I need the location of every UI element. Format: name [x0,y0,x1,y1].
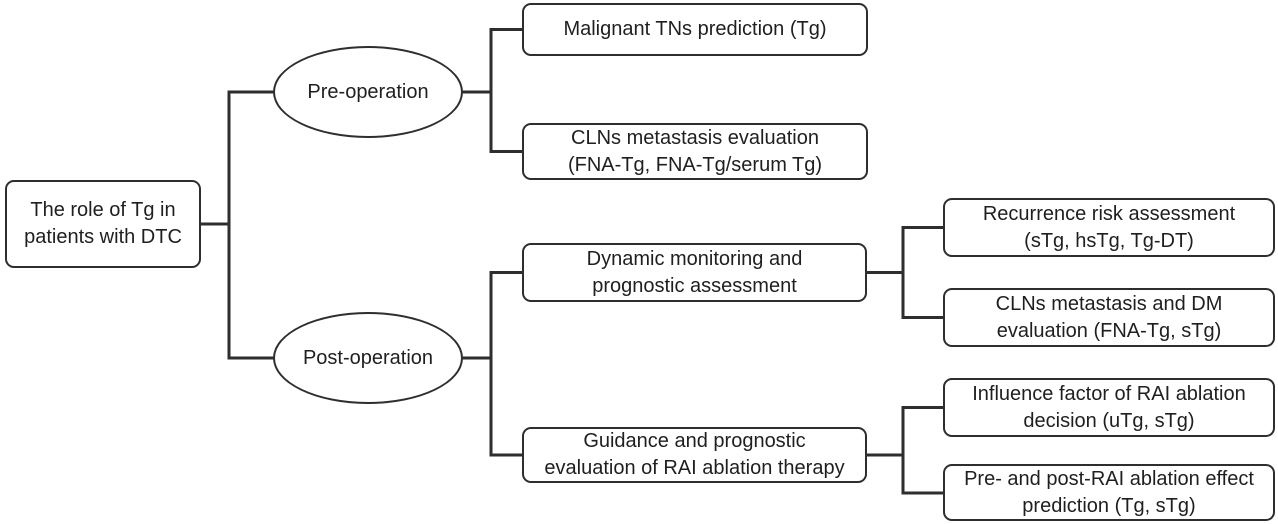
node-pre-post-rai-prediction-line1: Pre- and post-RAI ablation effect [964,467,1254,490]
node-pre-operation: Pre-operation [273,46,463,138]
connector-postop-to-children [459,271,526,457]
node-malignant-tns-prediction-label: Malignant TNs prediction (Tg) [563,18,827,40]
node-clns-metastasis-evaluation-line1: CLNs metastasis evaluation [571,126,819,149]
node-clns-dm-evaluation-line1: CLNs metastasis and DM [995,292,1223,315]
node-post-operation-label: Post-operation [302,346,434,369]
node-recurrence-risk-assessment-line2: (sTg, hsTg, Tg-DT) [1024,229,1194,252]
node-dynamic-monitoring-line1: Dynamic monitoring and [586,247,803,270]
connector-preop-to-children [459,28,526,153]
node-root-line1: The role of Tg in [30,199,176,221]
node-influence-factor-rai: Influence factor of RAI ablation decisio… [943,378,1275,437]
node-pre-operation-label: Pre-operation [307,80,429,103]
node-root: The role of Tg in patients with DTC [5,180,201,268]
node-root-line2: patients with DTC [24,226,182,248]
node-guidance-rai-therapy-line1: Guidance and prognostic [583,430,806,452]
node-malignant-tns-prediction: Malignant TNs prediction (Tg) [522,3,868,56]
node-dynamic-monitoring: Dynamic monitoring and prognostic assess… [522,243,867,302]
node-guidance-rai-therapy: Guidance and prognostic evaluation of RA… [522,427,867,483]
node-influence-factor-rai-line2: decision (uTg, sTg) [1023,409,1195,432]
node-clns-dm-evaluation: CLNs metastasis and DM evaluation (FNA-T… [943,288,1275,347]
node-recurrence-risk-assessment: Recurrence risk assessment (sTg, hsTg, T… [943,198,1275,257]
node-recurrence-risk-assessment-line1: Recurrence risk assessment [982,202,1236,225]
connector-root-to-operations [199,90,277,360]
node-pre-post-rai-prediction-line2: prediction (Tg, sTg) [1022,494,1196,517]
node-post-operation: Post-operation [273,312,463,404]
node-pre-post-rai-prediction: Pre- and post-RAI ablation effect predic… [943,464,1275,521]
node-clns-dm-evaluation-line2: evaluation (FNA-Tg, sTg) [996,319,1222,342]
node-guidance-rai-therapy-line2: evaluation of RAI ablation therapy [544,457,845,479]
node-clns-metastasis-evaluation-line2: (FNA-Tg, FNA-Tg/serum Tg) [567,153,823,176]
node-influence-factor-rai-line1: Influence factor of RAI ablation [972,382,1246,405]
node-dynamic-monitoring-line2: prognostic assessment [592,274,797,297]
node-clns-metastasis-evaluation: CLNs metastasis evaluation (FNA-Tg, FNA-… [522,123,868,180]
connector-dynamic-to-children [863,226,947,319]
connector-guidance-to-children [863,406,947,495]
